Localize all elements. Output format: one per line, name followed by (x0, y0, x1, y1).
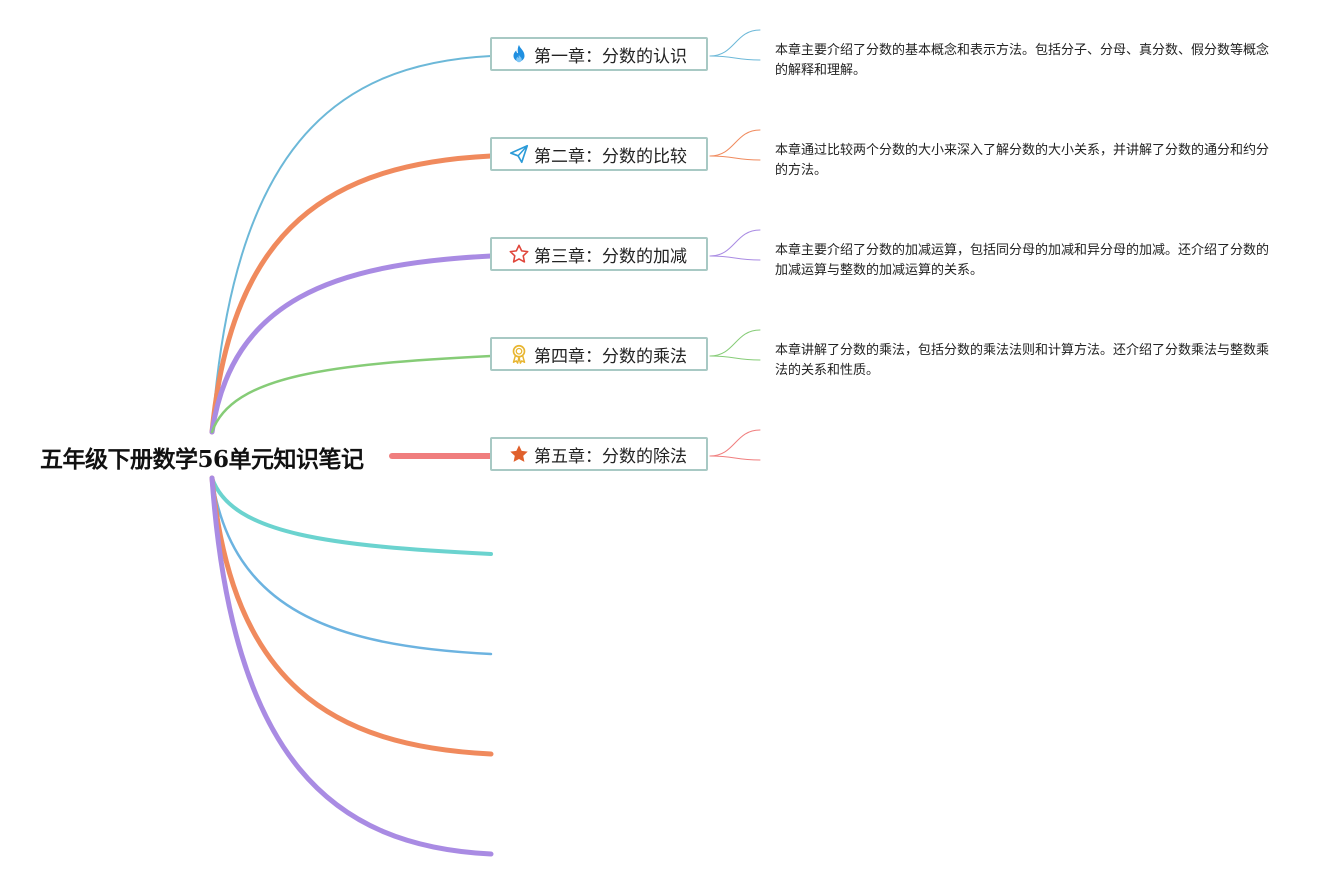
chapter-label-5: 第五章：分数的除法 (534, 446, 687, 467)
note-connector-lower-1 (709, 55, 761, 61)
award-medal-icon (508, 343, 530, 365)
chapter-node-3[interactable]: 第三章：分数的加减 (490, 237, 708, 271)
chapter-node-2[interactable]: 第二章：分数的比较 (490, 137, 708, 171)
chapter-note-3[interactable]: 本章主要介绍了分数的加减运算，包括同分母的加减和异分母的加减。还介绍了分数的加减… (775, 243, 1270, 278)
chapter-note-4[interactable]: 本章讲解了分数的乘法，包括分数的乘法法则和计算方法。还介绍了分数乘法与整数乘法的… (775, 343, 1270, 378)
branch-line-2 (209, 153, 494, 435)
branch-line-3 (209, 253, 494, 435)
branch-line-4 (210, 354, 493, 434)
note-connector-lower-5 (709, 455, 761, 461)
chapter-label-4: 第四章：分数的乘法 (534, 346, 687, 367)
chapter-node-1[interactable]: 第一章：分数的认识 (490, 37, 708, 71)
note-connector-upper-3 (709, 229, 761, 257)
chapter-label-1: 第一章：分数的认识 (534, 46, 687, 67)
note-connector-upper-5 (709, 429, 761, 457)
chapter-label-3: 第三章：分数的加减 (534, 246, 687, 267)
chapter-note-2[interactable]: 本章通过比较两个分数的大小来深入了解分数的大小关系，并讲解了分数的通分和约分的方… (775, 143, 1270, 178)
paper-plane-icon (508, 143, 530, 165)
star-filled-icon (508, 443, 530, 465)
empty-branch-line-1 (210, 476, 493, 556)
star-outline-icon (508, 243, 530, 265)
note-connector-upper-2 (709, 129, 761, 157)
chapter-note-1[interactable]: 本章主要介绍了分数的基本概念和表示方法。包括分子、分母、真分数、假分数等概念的解… (775, 43, 1270, 78)
chapter-node-5[interactable]: 第五章：分数的除法 (490, 437, 708, 471)
chapter-node-4[interactable]: 第四章：分数的乘法 (490, 337, 708, 371)
branch-line-1 (211, 55, 492, 433)
note-connector-lower-3 (709, 255, 761, 261)
note-connector-upper-4 (709, 329, 761, 357)
chapter-label-2: 第二章：分数的比较 (534, 146, 687, 167)
note-connector-lower-2 (709, 155, 761, 161)
root-topic[interactable]: 五年级下册数学56单元知识笔记 (40, 446, 364, 473)
note-connector-lower-4 (709, 355, 761, 361)
empty-branch-line-2 (210, 476, 493, 656)
empty-branch-line-4 (209, 475, 494, 857)
empty-branch-line-3 (209, 475, 494, 757)
note-connector-upper-1 (709, 29, 761, 57)
fire-icon (508, 43, 530, 65)
